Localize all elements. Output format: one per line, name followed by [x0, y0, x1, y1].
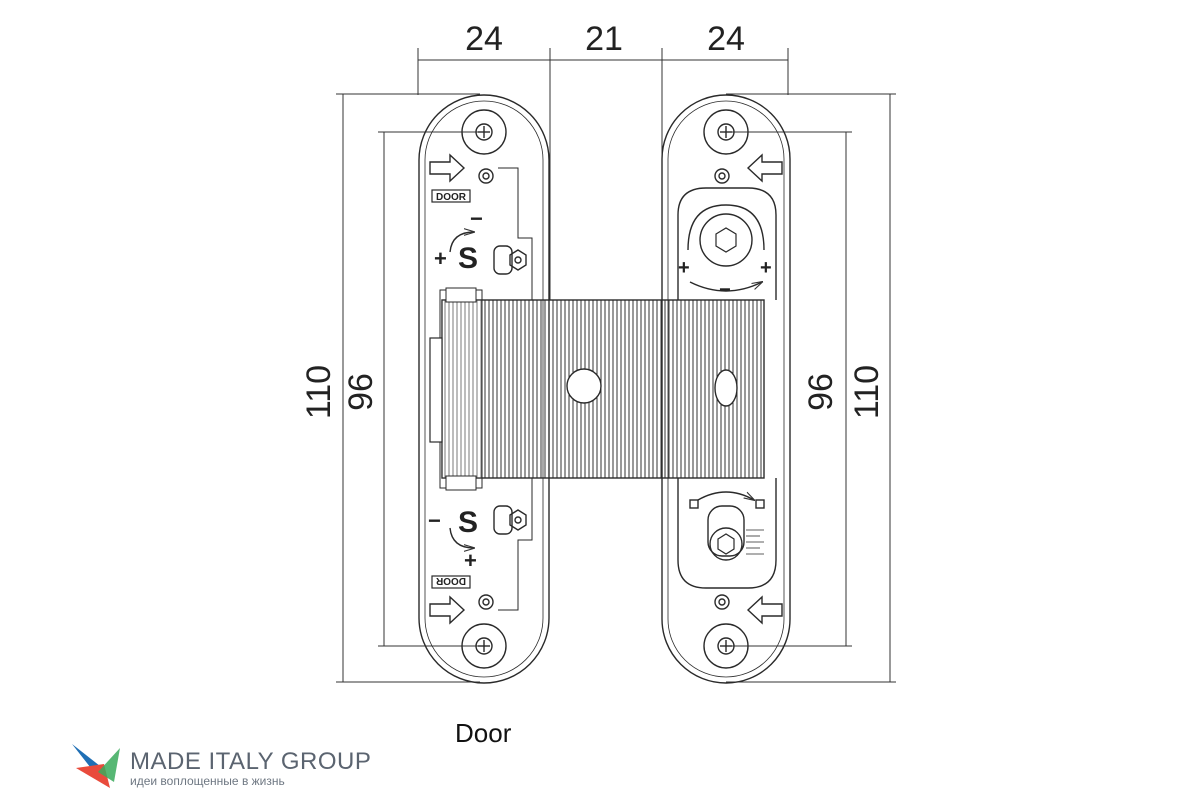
dim-left-outer: 110 — [300, 365, 338, 419]
dim-top-middle: 21 — [585, 20, 623, 58]
hinge-body — [429, 287, 765, 491]
brand-logo-icon — [72, 744, 120, 788]
minus-mark-bottom: − — [428, 508, 441, 533]
door-stamp-text-bottom: DOOR — [435, 575, 466, 586]
door-stamp-text-top: DOOR — [436, 192, 467, 203]
dim-right-outer: 110 — [848, 365, 886, 419]
plus-mark-bottom: + — [464, 548, 477, 573]
minus-mark-right: − — [719, 279, 731, 301]
dim-right-inner: 96 — [802, 373, 840, 411]
minus-mark-top: − — [470, 206, 483, 231]
left-dimensions — [336, 93, 482, 683]
right-dimensions — [726, 93, 896, 683]
plus-mark-right-b: + — [760, 257, 772, 279]
plus-mark-right-a: + — [678, 257, 690, 279]
s-mark-bottom: S — [458, 506, 478, 539]
brand-block: MADE ITALY GROUP идеи воплощенные в жизн… — [70, 738, 400, 794]
plus-mark-top-left: + — [434, 246, 447, 271]
dim-top-left: 24 — [465, 20, 503, 58]
caption-door: Door — [455, 718, 512, 748]
door-stamp-top: DOOR — [431, 189, 471, 203]
dim-left-inner: 96 — [342, 373, 380, 411]
brand-name: MADE ITALY GROUP — [130, 748, 372, 775]
s-mark-top: S — [458, 242, 478, 275]
door-stamp-bottom: DOOR — [431, 575, 471, 589]
dim-top-right: 24 — [707, 20, 745, 58]
brand-tagline: идеи воплощенные в жизнь — [130, 774, 285, 788]
